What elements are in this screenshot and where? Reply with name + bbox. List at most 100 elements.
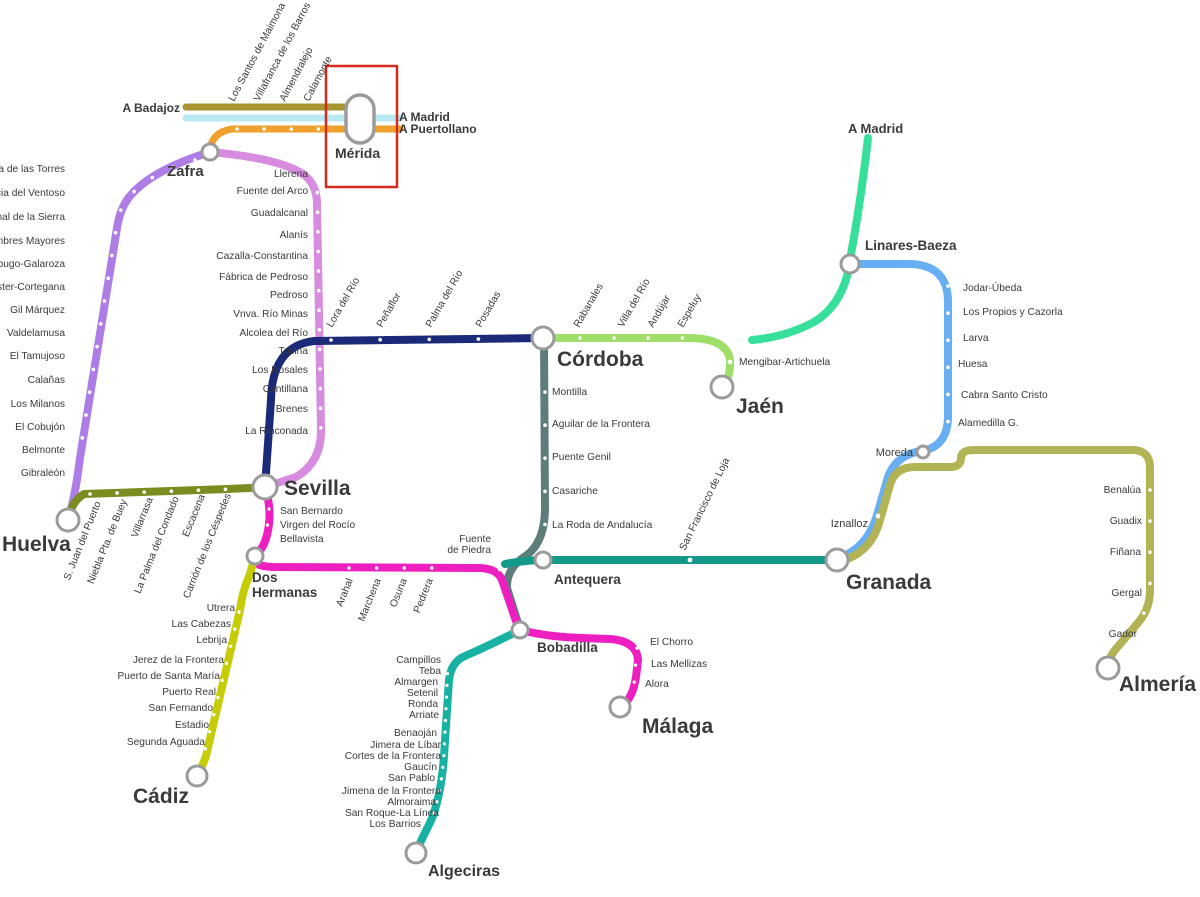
- label-san-fernando-104: San Fernando: [148, 703, 213, 714]
- label-larva-86: Larva: [963, 333, 989, 344]
- label-moreda-20: Moreda: [876, 447, 914, 459]
- label-zafra-9: Zafra: [167, 163, 204, 180]
- label-malaga-6: Málaga: [642, 715, 714, 738]
- station-sevilla: [251, 473, 279, 501]
- label-posadas-57: Posadas: [474, 290, 503, 330]
- label-a-badajoz-11: A Badajoz: [122, 101, 180, 115]
- line-linares-granada: [834, 260, 952, 562]
- line-bobadilla-malaga-station-dots-0: [632, 646, 639, 686]
- station-granada: [824, 547, 850, 573]
- label-tocina-45: Tocina: [279, 346, 309, 357]
- label-gergal-93: Gergal: [1111, 588, 1142, 599]
- label-andujar-60: Andújar: [646, 293, 673, 329]
- label-a-puertollano-13: A Puertollano: [399, 122, 477, 136]
- label-espeluy-61: Espeluy: [676, 292, 704, 330]
- station-moreda: [915, 444, 931, 460]
- label-fuente-81: Fuente: [459, 534, 491, 545]
- label-vnva-rio-minas-43: Vnva. Río Minas: [233, 309, 308, 320]
- label-fregenal-de-la-sierra-24: Fregenal de la Sierra: [0, 212, 65, 223]
- label-granada-4: Granada: [846, 571, 932, 594]
- label-las-cabezas-99: Las Cabezas: [172, 619, 231, 630]
- label-huesa-87: Huesa: [958, 359, 988, 370]
- label-pedroso-42: Pedroso: [270, 290, 308, 301]
- label-benalua-90: Benalúa: [1104, 485, 1142, 496]
- label-jodar-ubeda-84: Jodar-Úbeda: [963, 281, 1022, 294]
- label-a-madrid-14: A Madrid: [848, 121, 903, 136]
- label-almoraima-119: Almoraima: [387, 797, 436, 808]
- line-granada-almeria: [834, 446, 1154, 672]
- station-merida-pill: [344, 93, 376, 145]
- label-carrion-de-los-cespedes-68: Carrión de los Céspedes: [182, 492, 234, 600]
- label-cantillana-47: Cantillana: [263, 384, 309, 395]
- label-mengibar-artichuela-83: Mengibar-Artichuela: [739, 357, 830, 368]
- label-lora-del-rio-54: Lora del Río: [325, 276, 362, 330]
- label-fuente-del-arco-37: Fuente del Arco: [237, 186, 309, 197]
- label-medina-de-las-torres-22: Medina de las Torres: [0, 164, 65, 175]
- line-zafra-huelva-station-dots-0: [77, 158, 197, 460]
- label-fabrica-de-pedroso-41: Fábrica de Pedroso: [219, 272, 308, 283]
- label-virgen-del-rocio-74: Virgen del Rocío: [280, 520, 355, 531]
- label-jimera-de-libar-114: Jimera de Líbar: [370, 740, 441, 751]
- label-san-roque-la-linea-120: San Roque-La Línea: [345, 808, 439, 819]
- label-la-roda-de-andalucia-80: La Roda de Andalucía: [552, 520, 653, 531]
- label-benaojan-113: Benaoján: [394, 728, 437, 739]
- label-gil-marquez-28: Gil Márquez: [10, 305, 65, 316]
- label-guadalcanal-38: Guadalcanal: [251, 208, 308, 219]
- label-aguilar-de-la-frontera-77: Aguilar de la Frontera: [552, 419, 650, 430]
- station-algeciras: [404, 841, 428, 865]
- line-zafra-huelva: [64, 148, 214, 524]
- label-casariche-79: Casariche: [552, 486, 598, 497]
- label-almonaster-cortegana-27: Almonaster-Cortegana: [0, 282, 65, 293]
- label-el-chorro-95: El Chorro: [650, 637, 693, 648]
- station-malaga: [608, 695, 632, 719]
- station-dot-iznalloz: [875, 513, 881, 519]
- station-cordoba: [530, 325, 556, 351]
- label-osuna-71: Osuna: [388, 577, 410, 609]
- label-bellavista-75: Bellavista: [280, 534, 324, 545]
- label-rabanales-58: Rabanales: [572, 282, 606, 330]
- station-linares-baeza: [839, 253, 861, 275]
- line-cordoba-bobadilla: [502, 336, 549, 634]
- station-almeria: [1095, 655, 1121, 681]
- label-gibraleon-35: Gibraleón: [21, 468, 65, 479]
- label-arahal-69: Arahal: [335, 577, 356, 608]
- label-utrera-98: Utrera: [207, 603, 236, 614]
- station-zafra: [200, 142, 220, 162]
- label-cazalla-constantina-40: Cazalla-Constantina: [216, 251, 308, 262]
- label-guadix-91: Guadix: [1110, 516, 1142, 527]
- label-los-barrios-121: Los Barrios: [369, 819, 421, 830]
- label-jerez-de-la-frontera-101: Jerez de la Frontera: [133, 655, 224, 666]
- label-el-tamujoso-30: El Tamujoso: [10, 351, 66, 362]
- label-belmonte-34: Belmonte: [22, 445, 65, 456]
- label-lebrija-100: Lebrija: [196, 635, 227, 646]
- label-segunda-aguada-106: Segunda Aguada: [127, 737, 206, 748]
- label-villarrasa-65: Villarrasa: [130, 496, 156, 540]
- label-dos-17: Dos: [252, 570, 278, 585]
- label-la-rinconada-49: La Rinconada: [245, 426, 308, 437]
- label-el-cobujon-33: El Cobujón: [15, 422, 65, 433]
- label-gaucin-116: Gaucín: [404, 762, 437, 773]
- label-cumbres-mayores-25: Cumbres Mayores: [0, 236, 65, 247]
- label-jabugo-galaroza-26: Jabugo-Galaroza: [0, 259, 65, 270]
- label-alamedilla-g-89: Alamedilla G.: [958, 418, 1019, 429]
- station-antequera: [533, 550, 553, 570]
- label-hermanas-18: Hermanas: [252, 585, 317, 600]
- label-estadio-105: Estadio: [175, 720, 209, 731]
- label-finana-92: Fiñana: [1110, 547, 1141, 558]
- line-antequera-granada: [501, 556, 841, 568]
- label-calanas-31: Calañas: [28, 375, 65, 386]
- label-jaen-3: Jaén: [736, 395, 784, 418]
- line-doshermanas-cadiz: [193, 552, 259, 780]
- line-doshermanas-cadiz-station-dots-0: [203, 610, 241, 752]
- label-linares-baeza-15: Linares-Baeza: [865, 238, 957, 253]
- label-puerto-de-santa-maria-102: Puerto de Santa María: [117, 671, 220, 682]
- label-montilla-76: Montilla: [552, 387, 587, 398]
- label-teba-108: Teba: [419, 666, 441, 677]
- label-valdelamusa-29: Valdelamusa: [7, 328, 65, 339]
- label-san-francisco-de-loja-62: San Francisco de Loja: [678, 456, 732, 552]
- label-de-piedra-82: de Piedra: [447, 545, 491, 556]
- label-alora-97: Alora: [645, 679, 669, 690]
- label-marchena-70: Marchena: [357, 577, 384, 623]
